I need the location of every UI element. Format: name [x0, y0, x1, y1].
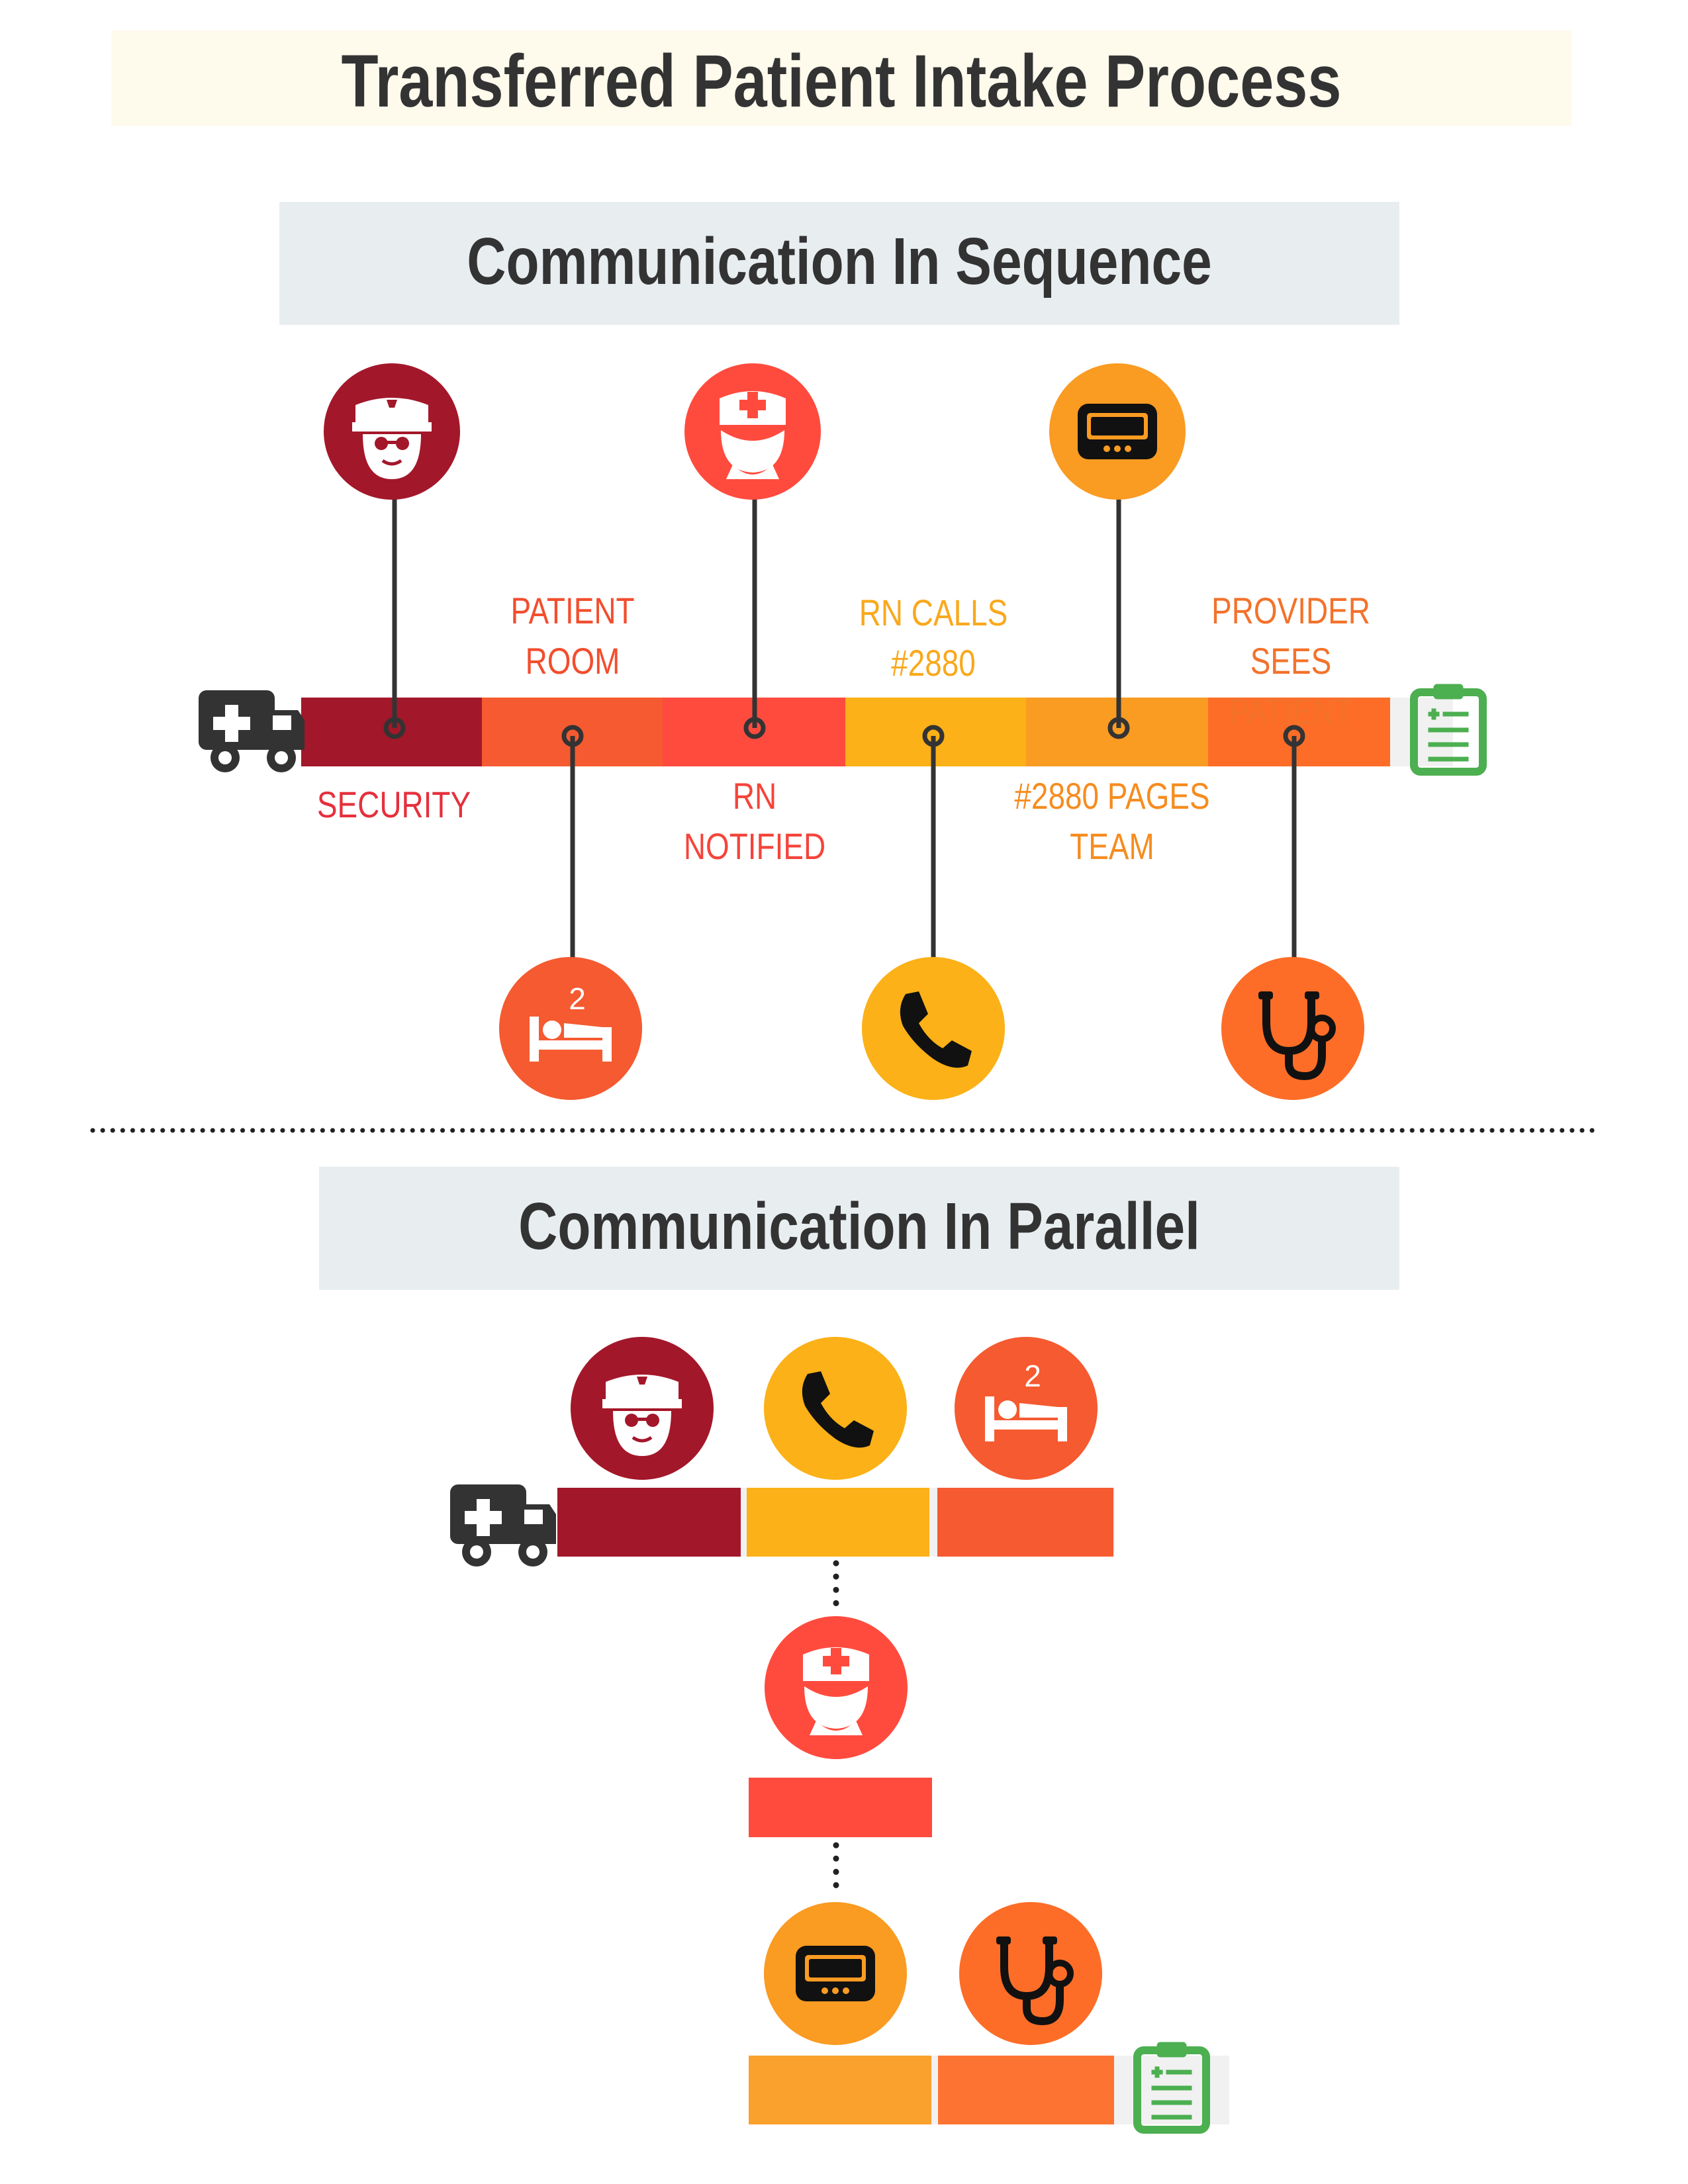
parallel-row-3 — [749, 2056, 1229, 2124]
parallel-bed-icon — [955, 1337, 1098, 1480]
parallel-phone-icon — [764, 1337, 907, 1480]
sequence-connectors — [392, 496, 1297, 963]
parallel-segment-rn — [749, 1778, 932, 1837]
parallel-segment-room — [937, 1488, 1113, 1557]
sequence-segment-security — [301, 698, 482, 766]
parallel-heading: Communication In Parallel — [518, 1189, 1200, 1263]
nurse-icon — [684, 363, 821, 500]
parallel-segment-provider — [938, 2056, 1114, 2124]
parallel-stethoscope-icon — [959, 1902, 1102, 2045]
label-provider-sees: PROVIDER SEES PATIENT — [1211, 590, 1370, 732]
sequence-timeline — [301, 698, 1453, 766]
label-rn-notified: RN NOTIFIED — [683, 775, 826, 867]
room-number: 2 — [569, 981, 586, 1016]
parallel-row-1 — [557, 1488, 1115, 1557]
parallel-segment-pager — [749, 2056, 931, 2124]
label-pages-team: #2880 PAGES TEAM — [1014, 775, 1210, 867]
parallel-nurse-icon — [765, 1616, 908, 1759]
label-security: SECURITY — [316, 784, 471, 825]
parallel-segment-security — [557, 1488, 741, 1557]
sequence-heading-banner: Communication In Sequence — [279, 202, 1399, 325]
security-guard-icon — [324, 363, 460, 500]
stethoscope-icon — [1221, 957, 1364, 1100]
sequence-connector-dots — [383, 717, 1305, 747]
page-title: Transferred Patient Intake Process — [341, 40, 1342, 122]
phone-icon — [862, 957, 1005, 1100]
parallel-pager-icon — [764, 1902, 907, 2045]
title-banner: Transferred Patient Intake Process — [111, 30, 1571, 126]
label-patient-room: PATIENT ROOM — [510, 590, 635, 682]
parallel-room-number: 2 — [1024, 1359, 1041, 1393]
bed-icon — [499, 957, 642, 1100]
parallel-segment-call — [747, 1488, 929, 1557]
parallel-security-guard-icon — [571, 1337, 714, 1480]
sequence-heading: Communication In Sequence — [467, 224, 1212, 298]
parallel-heading-banner: Communication In Parallel — [319, 1167, 1399, 1290]
pager-icon — [1049, 363, 1186, 500]
parallel-ambulance-icon — [450, 1484, 556, 1567]
ambulance-icon — [199, 690, 305, 772]
label-rn-calls: RN CALLS #2880 — [859, 592, 1008, 684]
